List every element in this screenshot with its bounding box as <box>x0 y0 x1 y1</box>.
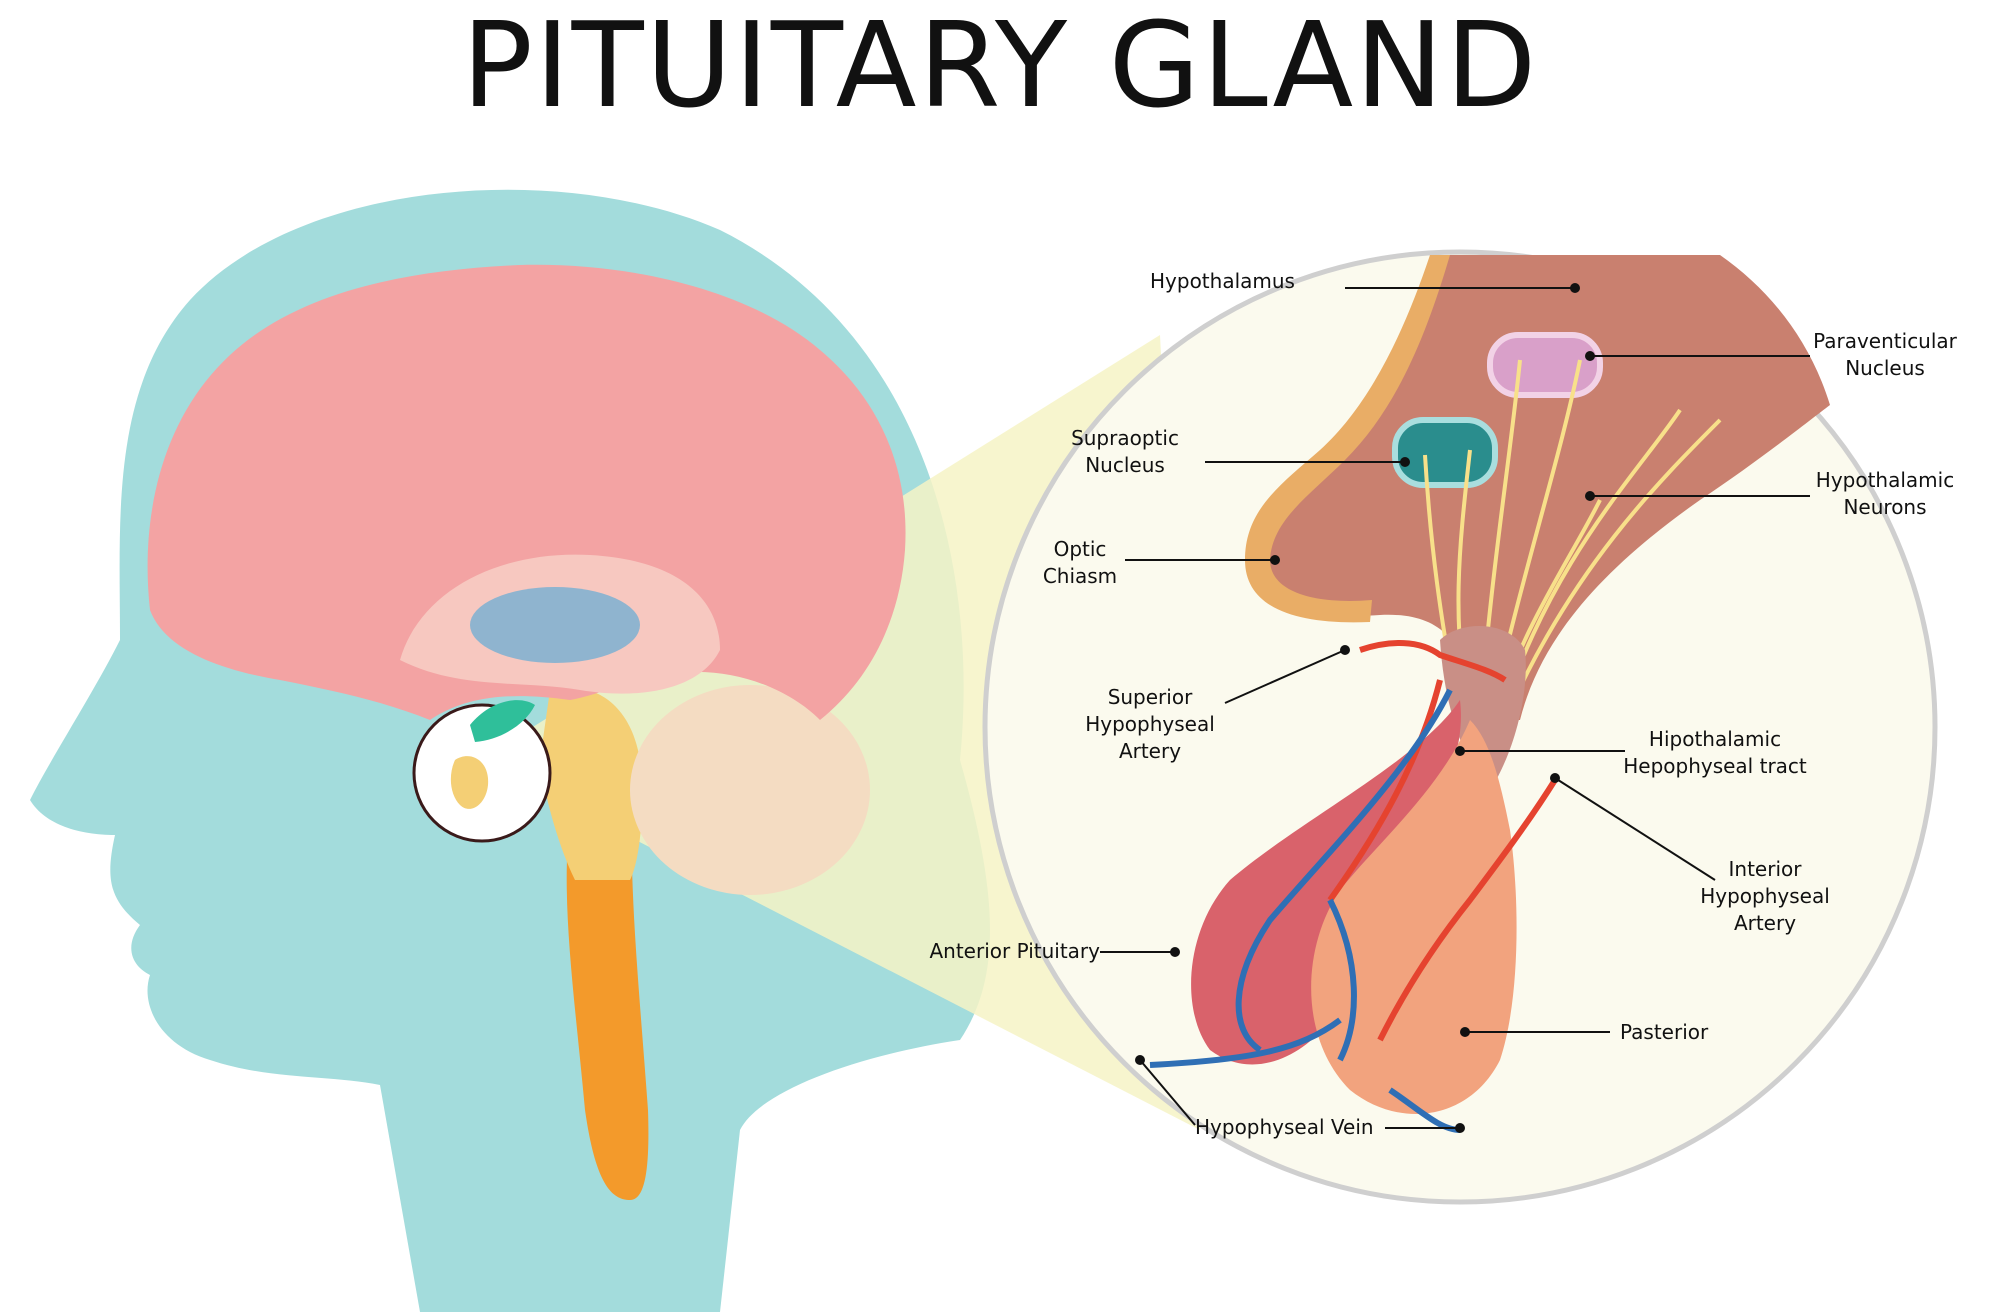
veins <box>1149 688 1461 1133</box>
ventricle <box>470 587 640 663</box>
label-pasterior: Pasterior <box>1620 1020 1709 1044</box>
arteries <box>1327 640 1558 1042</box>
supraoptic-nucleus-shape <box>1392 417 1498 488</box>
leader-dots <box>1135 283 1595 1133</box>
optic-chiasm-shape <box>1245 255 1450 623</box>
leader-lines <box>1100 287 1810 1129</box>
pituitary-small <box>450 756 489 809</box>
label-paraventricular-nucleus: Paraventicular Nucleus <box>1813 329 1957 380</box>
cerebellum <box>630 685 870 895</box>
spinal-cord <box>566 820 649 1200</box>
label-optic-chiasm: Optic Chiasm <box>1042 537 1118 588</box>
page-title: PITUITARY GLAND <box>461 0 1539 134</box>
posterior-lobe <box>1311 720 1517 1114</box>
label-hypothalamus: Hypothalamus <box>1150 269 1295 293</box>
label-hypophyseal-vein: Hypophyseal Vein <box>1195 1115 1374 1139</box>
brainstem <box>540 687 642 880</box>
label-hypothalamic-neurons: Hypothalamic Neurons <box>1815 468 1955 519</box>
label-superior-hypophyseal-artery: Superior Hypophyseal Artery <box>1085 685 1215 763</box>
label-anterior-pituitary: Anterior Pituitary <box>929 939 1100 963</box>
cerebrum <box>147 264 906 720</box>
label-supraoptic-nucleus: Supraoptic Nucleus <box>1071 426 1179 477</box>
paraventricular-nucleus-shape <box>1487 332 1603 398</box>
label-interior-hypophyseal-artery: Interior Hypophyseal Artery <box>1700 857 1830 935</box>
anterior-lobe <box>1191 700 1461 1065</box>
pituitary-stalk <box>1440 626 1526 790</box>
label-hipothalamic-hepophyseal-tract: Hipothalamic Hepophyseal tract <box>1623 727 1807 778</box>
hypothalamus-small <box>470 700 535 742</box>
